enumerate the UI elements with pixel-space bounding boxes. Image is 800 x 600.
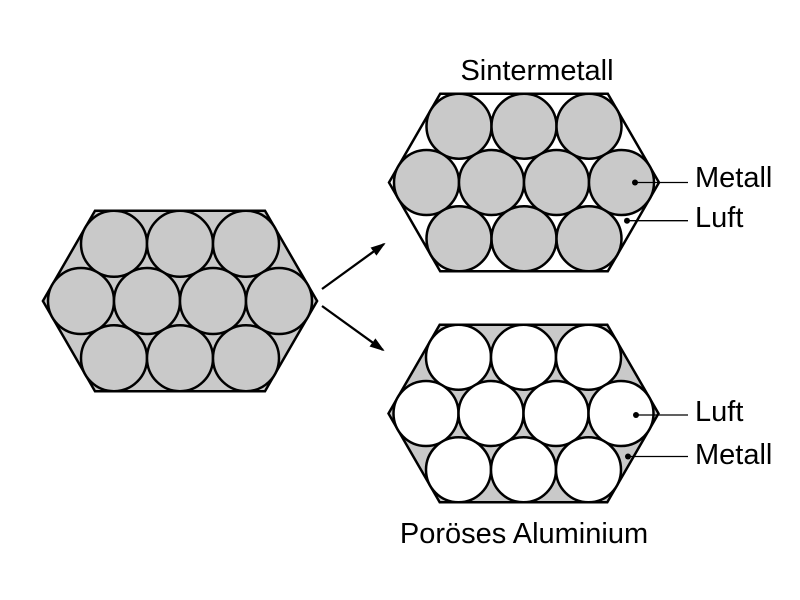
- leader-dot: [632, 179, 638, 186]
- metal-circles: [392, 92, 656, 273]
- packed-circle: [489, 436, 558, 504]
- packed-circle: [522, 148, 591, 217]
- packed-circle: [424, 323, 493, 391]
- solid-metal-block: [41, 209, 319, 393]
- packed-circle: [489, 323, 558, 391]
- packed-circle: [457, 148, 526, 217]
- leader-dot: [633, 412, 639, 418]
- packed-circle: [211, 209, 281, 279]
- arrow-to-sintermetall: [321, 242, 386, 290]
- packed-circle: [178, 266, 248, 336]
- poroeses-aluminium-structure: [387, 323, 660, 504]
- packed-circle: [425, 92, 493, 160]
- arrow-to-poroeses-aluminium: [321, 305, 385, 352]
- packed-circle: [79, 209, 149, 279]
- leader-dot: [624, 217, 630, 224]
- callout-label-luft: Luft: [695, 202, 743, 234]
- sintermetall-title: Sintermetall: [460, 55, 613, 87]
- packed-circle: [490, 205, 558, 273]
- packed-circle: [392, 379, 460, 448]
- leader-dot: [625, 453, 631, 460]
- sintermetall-callouts: [624, 179, 688, 224]
- packed-circle: [425, 205, 493, 273]
- packed-circle: [490, 92, 558, 160]
- packed-circle: [46, 266, 116, 336]
- poroeses-aluminium-callouts: [625, 412, 688, 460]
- packed-circle: [145, 323, 215, 393]
- packed-circle: [211, 323, 281, 393]
- callout-label-luft: Luft: [695, 396, 743, 428]
- packed-circle: [79, 323, 149, 393]
- packed-circle: [457, 379, 525, 448]
- callout-label-metall: Metall: [695, 439, 772, 471]
- packed-circle: [554, 323, 623, 391]
- callout-label-metall: Metall: [695, 162, 772, 194]
- packed-circle: [522, 379, 590, 448]
- packed-circle: [424, 436, 493, 504]
- packed-circle: [587, 379, 655, 448]
- packed-circle: [555, 205, 623, 273]
- packed-circle: [112, 266, 182, 336]
- packed-circle: [244, 266, 314, 336]
- packed-circle: [554, 436, 623, 504]
- sintermetall-structure: [387, 92, 661, 273]
- packed-circle: [392, 148, 461, 217]
- air-circles: [392, 323, 655, 504]
- poroeses-aluminium-title: Poröses Aluminium: [400, 518, 648, 550]
- transformation-arrows: [321, 242, 386, 352]
- packed-circle: [145, 209, 215, 279]
- packed-circle: [555, 92, 623, 160]
